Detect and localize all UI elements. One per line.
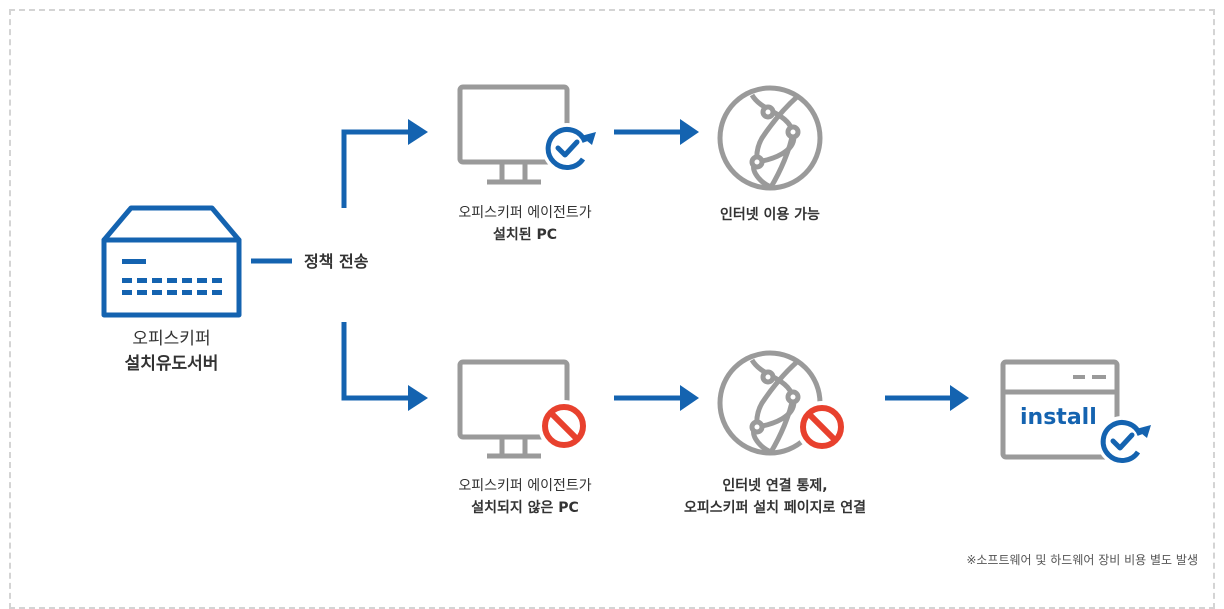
arrow-to-internet-top xyxy=(614,119,699,145)
server-label: 오피스키퍼 설치유도서버 xyxy=(90,327,253,377)
internet-allowed-label: 인터넷 이용 가능 xyxy=(720,207,820,223)
server-label-line2: 설치유도서버 xyxy=(124,354,219,374)
internet-blocked-label: 인터넷 연결 통제, 오피스키퍼 설치 페이지로 연결 xyxy=(650,475,900,519)
not-installed-pc-label-line2: 설치되지 않은 PC xyxy=(471,500,579,516)
installed-pc-label-line1: 오피스키퍼 에이전트가 xyxy=(458,205,592,221)
server-label-line1: 오피스키퍼 xyxy=(132,329,211,349)
blocked-badge-icon xyxy=(796,401,848,453)
globe-icon xyxy=(717,85,823,191)
branch-arrow-bottom xyxy=(341,322,428,411)
monitor-not-installed-icon xyxy=(457,359,570,459)
policy-label: 정책 전송 xyxy=(304,252,369,271)
blocked-badge-icon xyxy=(538,400,590,452)
branch-arrow-top xyxy=(341,119,428,208)
sync-check-badge-icon xyxy=(1097,416,1151,466)
sync-check-badge-icon xyxy=(542,123,596,173)
diagram-canvas: install xyxy=(101,84,1151,466)
install-window-icon: install xyxy=(1000,359,1120,460)
internet-blocked-label-line1: 인터넷 연결 통제, xyxy=(722,478,828,494)
internet-blocked-label-line2: 오피스키퍼 설치 페이지로 연결 xyxy=(683,500,867,516)
install-word: install xyxy=(1020,405,1097,430)
not-installed-pc-label: 오피스키퍼 에이전트가 설치되지 않은 PC xyxy=(415,475,635,519)
arrow-to-install xyxy=(885,385,969,411)
installed-pc-label-line2: 설치된 PC xyxy=(492,227,558,243)
not-installed-pc-label-line1: 오피스키퍼 에이전트가 xyxy=(458,478,592,494)
installed-pc-label: 오피스키퍼 에이전트가 설치된 PC xyxy=(425,202,625,246)
footnote: ※소프트웨어 및 하드웨어 장비 비용 별도 발생 xyxy=(966,553,1198,567)
arrow-to-internet-bottom xyxy=(614,385,699,411)
server-icon xyxy=(101,205,242,318)
